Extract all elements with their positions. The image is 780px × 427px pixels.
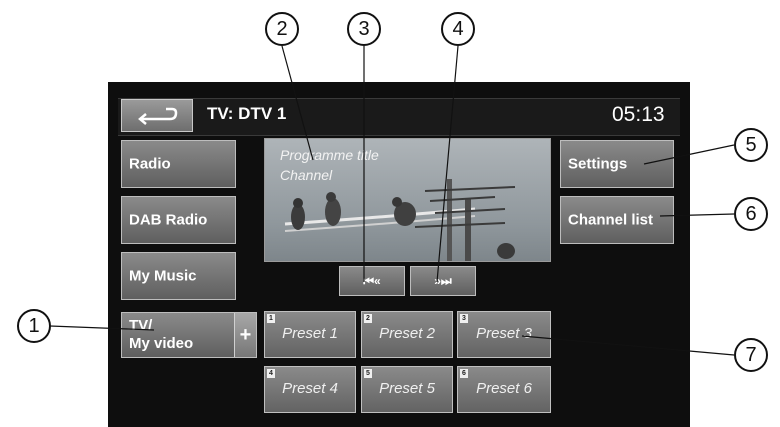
preset-label: Preset 2 — [379, 325, 435, 342]
preset-button-4[interactable]: 4 Preset 4 — [264, 366, 356, 413]
preset-button-1[interactable]: 1 Preset 1 — [264, 311, 356, 358]
next-channel-button[interactable]: »⏭ — [410, 266, 476, 296]
preset-button-5[interactable]: 5 Preset 5 — [361, 366, 453, 413]
page-title: TV: DTV 1 — [207, 104, 287, 123]
callout-5: 5 — [734, 128, 768, 162]
sidebar-item-label-line2: My video — [129, 335, 194, 352]
top-bar — [118, 98, 680, 136]
sidebar-item-my-music[interactable]: My Music — [121, 252, 236, 300]
callout-3: 3 — [347, 12, 381, 46]
sidebar-item-dab-radio[interactable]: DAB Radio — [121, 196, 236, 244]
back-arrow-icon — [138, 107, 178, 125]
channel-name: Channel — [280, 167, 333, 183]
preset-label: Preset 5 — [379, 380, 435, 397]
preset-button-2[interactable]: 2 Preset 2 — [361, 311, 453, 358]
preset-number: 2 — [364, 314, 372, 323]
skip-forward-icon: »⏭ — [434, 274, 452, 288]
preset-number: 5 — [364, 369, 372, 378]
preset-button-6[interactable]: 6 Preset 6 — [457, 366, 551, 413]
callout-6: 6 — [734, 197, 768, 231]
preset-label: Preset 4 — [282, 380, 338, 397]
sidebar-item-label: My Music — [129, 267, 197, 285]
callout-2: 2 — [265, 12, 299, 46]
callout-7: 7 — [734, 338, 768, 372]
previous-channel-button[interactable]: ⏮« — [339, 266, 405, 296]
preset-label: Preset 3 — [476, 325, 532, 342]
programme-title: Programme title — [280, 147, 379, 163]
callout-4: 4 — [441, 12, 475, 46]
preset-label: Preset 1 — [282, 325, 338, 342]
preset-button-3[interactable]: 3 Preset 3 — [457, 311, 551, 358]
video-preview — [264, 138, 551, 262]
add-icon[interactable]: + — [234, 313, 256, 357]
sidebar-item-tv-my-video[interactable]: TV/ My video + — [121, 312, 257, 358]
preset-number: 3 — [460, 314, 468, 323]
preset-number: 1 — [267, 314, 275, 323]
preset-number: 4 — [267, 369, 275, 378]
preset-label: Preset 6 — [476, 380, 532, 397]
birds-on-antenna-image — [284, 179, 516, 261]
channel-list-button[interactable]: Channel list — [560, 196, 674, 244]
preset-number: 6 — [460, 369, 468, 378]
sidebar-item-radio[interactable]: Radio — [121, 140, 236, 188]
channel-list-label: Channel list — [568, 211, 654, 229]
programme-info: Programme title Channel — [280, 145, 379, 185]
skip-back-icon: ⏮« — [363, 274, 381, 288]
back-button[interactable] — [121, 99, 193, 132]
clock: 05:13 — [612, 103, 665, 126]
sidebar-item-label: Radio — [129, 155, 171, 173]
settings-label: Settings — [568, 155, 628, 173]
sidebar-item-label: DAB Radio — [129, 211, 208, 229]
callout-1: 1 — [17, 309, 51, 343]
settings-button[interactable]: Settings — [560, 140, 674, 188]
